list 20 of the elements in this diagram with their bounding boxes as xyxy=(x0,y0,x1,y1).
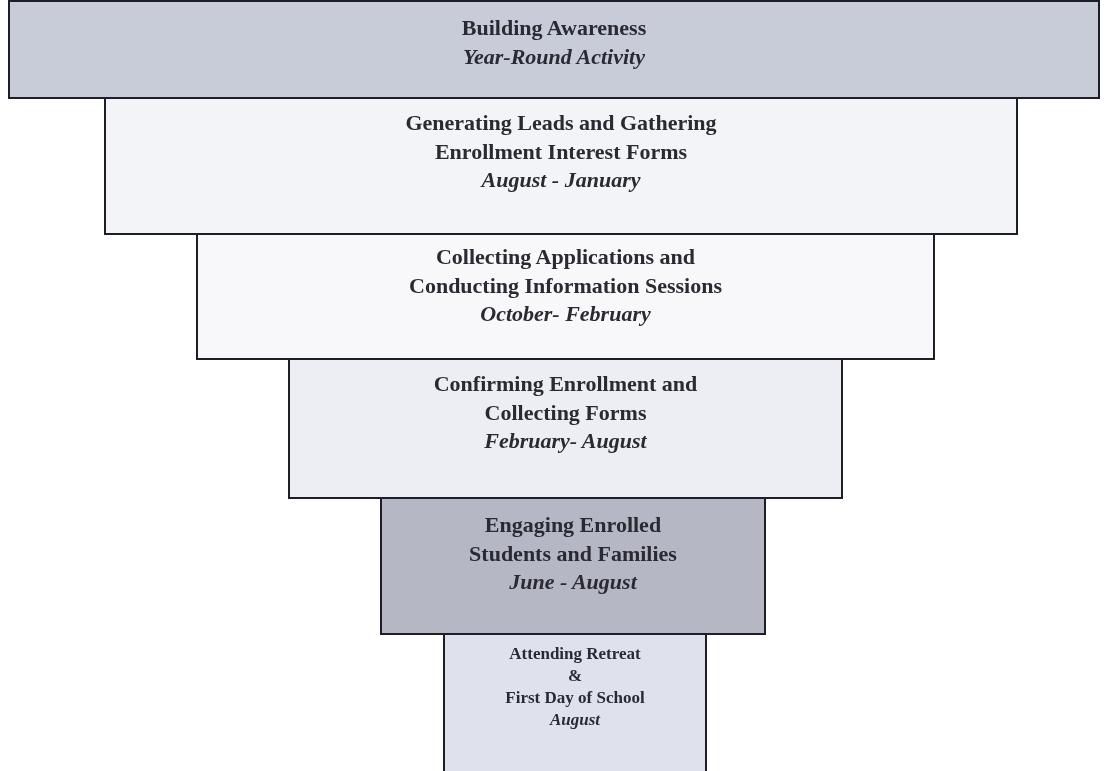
stage-box xyxy=(288,358,843,499)
date-range: October- February xyxy=(480,300,651,329)
stage-box xyxy=(104,97,1018,235)
stage-title: Collecting Applications and Conducting Information Sessions xyxy=(408,243,723,300)
stage-box xyxy=(196,233,935,360)
date-range: February- August xyxy=(484,427,647,456)
stage-title: Generating Leads and Gathering Enrollment Interest Forms xyxy=(404,109,718,166)
stage-box xyxy=(380,497,766,635)
stage-title: Attending Retreat xyxy=(509,643,641,665)
date-range: June - August xyxy=(509,568,637,597)
stage-title: First Day of School xyxy=(505,687,645,710)
stage-box xyxy=(443,633,707,771)
stage-box xyxy=(8,0,1100,99)
stage-title: Engaging Enrolled Students and Families xyxy=(468,511,678,568)
date-range: Year-Round Activity xyxy=(463,42,645,71)
stage-title: Confirming Enrollment and Collecting Forms xyxy=(432,370,699,427)
date-range: August xyxy=(549,709,601,732)
date-range: August - January xyxy=(481,166,641,195)
stage-title: & xyxy=(567,665,583,688)
stage-title: Building Awareness xyxy=(461,14,647,42)
